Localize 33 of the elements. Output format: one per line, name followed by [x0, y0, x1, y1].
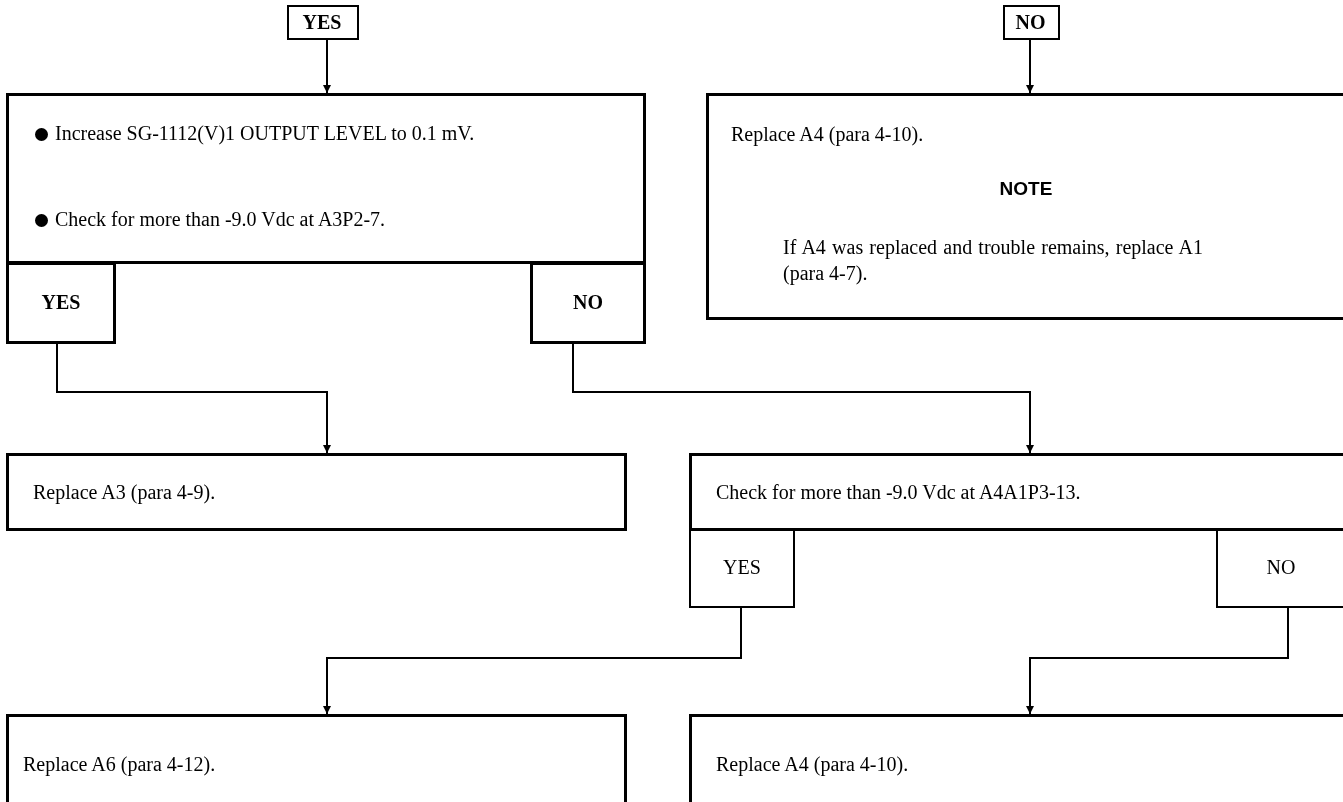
- box-text: Check for more than -9.0 Vdc at A4A1P3-13.: [716, 480, 1082, 505]
- process-box: [6, 453, 627, 531]
- answer-label: [287, 5, 359, 40]
- box-text: Replace A4 (para 4-10).: [731, 122, 925, 147]
- arrow: [1026, 607, 1289, 715]
- answer-tab: [1216, 529, 1343, 608]
- box-text: If A4 was replaced and trouble remains, replace A1 (para 4-7).: [783, 235, 1203, 286]
- decision-box: [689, 453, 1343, 531]
- box-text: YES: [722, 555, 762, 580]
- arrow: [572, 343, 1034, 454]
- arrow: [1026, 39, 1034, 94]
- box-text: NO: [1014, 10, 1047, 35]
- process-box: [689, 714, 1343, 802]
- process-box: [6, 93, 646, 264]
- process-box: [6, 714, 627, 802]
- bullet-text: Check for more than -9.0 Vdc at A3P2-7.: [55, 207, 387, 232]
- box-text: YES: [301, 10, 343, 35]
- arrow: [323, 39, 331, 94]
- answer-tab: [689, 529, 795, 608]
- arrow: [323, 607, 742, 715]
- box-text: NO: [1265, 555, 1297, 580]
- box-text: Replace A4 (para 4-10).: [716, 752, 910, 777]
- box-text: Replace A3 (para 4-9).: [33, 480, 217, 505]
- answer-tab: [6, 262, 116, 344]
- answer-label: [1003, 5, 1060, 40]
- bullet-text: Increase SG-1112(V)1 OUTPUT LEVEL to 0.1 mV.: [55, 121, 476, 146]
- box-text: YES: [40, 290, 82, 315]
- box-text: NO: [572, 290, 604, 315]
- note-heading: NOTE: [998, 177, 1054, 201]
- answer-tab: [530, 262, 646, 344]
- process-box: [706, 93, 1343, 320]
- arrow: [56, 343, 331, 454]
- box-text: Replace A6 (para 4-12).: [23, 752, 217, 777]
